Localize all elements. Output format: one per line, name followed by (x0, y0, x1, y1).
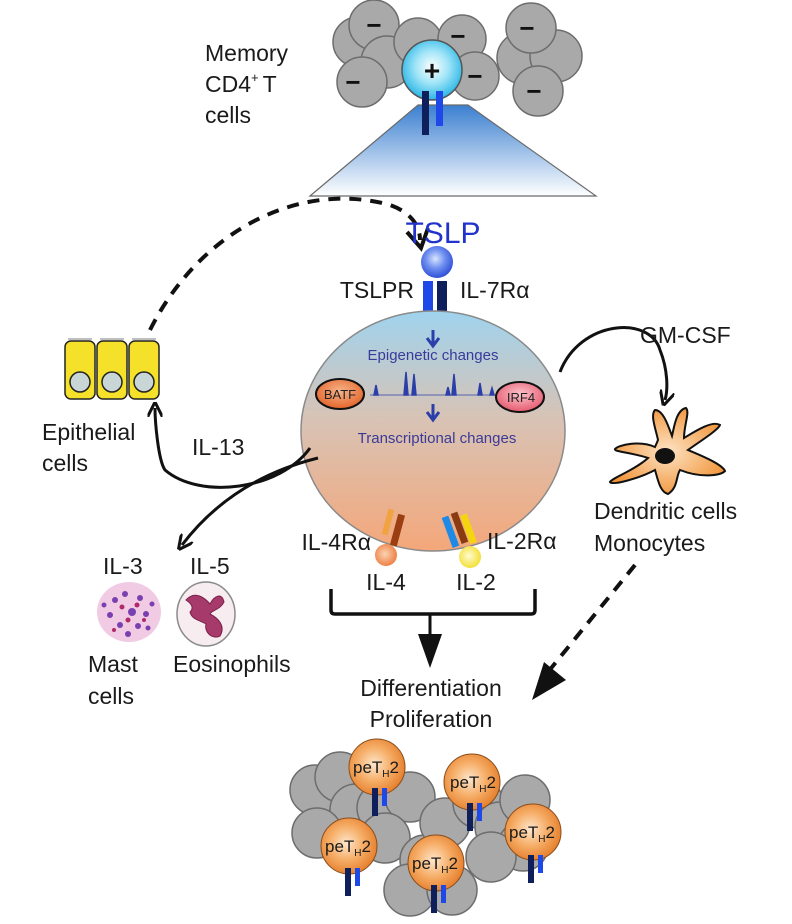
minus-sign: − (450, 21, 465, 51)
mast-cells-label: cells (88, 683, 134, 709)
memory-cd4-cluster: − − − − − − + (308, 0, 598, 197)
batf-factor (315, 378, 365, 410)
svg-text:peTH2: peTH2 (353, 758, 399, 780)
tslp-ligand (421, 246, 453, 278)
dashed-arrowhead (532, 662, 566, 700)
batf-label: BATF (324, 387, 356, 402)
signal-cone (308, 104, 598, 197)
svg-text:peTH2: peTH2 (450, 773, 496, 795)
receptor-light (436, 91, 443, 126)
il4-label: IL-4 (366, 569, 406, 595)
gmcsf-arrow (558, 326, 667, 400)
peth2-cell: peTH2 (443, 753, 501, 831)
irf4-label: IRF4 (507, 390, 535, 405)
chromatin-peaks (370, 371, 500, 396)
il2-receptor (441, 511, 481, 568)
bracket (329, 589, 537, 616)
epithelial-cells-label: cells (42, 450, 88, 476)
il13-arrow (155, 408, 312, 489)
il3-label: IL-3 (103, 553, 143, 579)
il7ra-receptor (437, 281, 447, 326)
dashed-arrow-dendritic-to-outcome (546, 563, 637, 674)
proliferation-label: Proliferation (370, 706, 493, 732)
il7ra-label: IL-7Rα (460, 277, 530, 303)
svg-text:peTH2: peTH2 (412, 854, 458, 876)
dashed-arrowhead (405, 227, 430, 252)
receptor-dark (422, 91, 429, 135)
minus-sign: − (467, 61, 482, 91)
arrow-down-head (418, 634, 442, 668)
il5-label: IL-5 (190, 553, 230, 579)
eosinophils-label: Eosinophils (173, 651, 291, 677)
epithelial-cells (64, 338, 160, 400)
minus-signs: − − − − − − (345, 10, 541, 106)
dendritic-cell (608, 406, 727, 496)
dendritic-label: Dendritic cells (594, 498, 737, 524)
peth2-cell: peTH2 (320, 817, 378, 896)
il13-label: IL-13 (192, 434, 244, 460)
tslpr-receptor (423, 281, 433, 317)
monocytes-label: Monocytes (594, 530, 705, 556)
activated-cell (401, 39, 463, 101)
transcriptional-label: Transcriptional changes (358, 430, 517, 447)
differentiation-label: Differentiation (360, 675, 502, 701)
minus-sign: − (345, 67, 360, 97)
minus-sign: − (526, 76, 541, 106)
minus-sign: − (366, 10, 381, 40)
epithelial-label: Epithelial (42, 419, 135, 445)
peth2-cell: peTH2 (348, 738, 406, 816)
il2ra-label: IL-2Rα (487, 528, 557, 554)
plus-sign: + (424, 55, 440, 86)
svg-text:peTH2: peTH2 (325, 837, 371, 859)
granulocyte-arrow (182, 456, 319, 545)
tslp-label: TSLP (405, 217, 480, 250)
down-arrow-icon (425, 330, 441, 349)
memory-cd4-label: Memory CD4+T cells (205, 40, 289, 128)
irf4-factor (495, 381, 545, 413)
peth2-cell: peTH2 (407, 834, 465, 913)
epigenetic-label: Epigenetic changes (368, 347, 499, 364)
eosinophil (176, 581, 236, 647)
mast-label: Mast (88, 651, 138, 677)
label-cd4: CD4+T (205, 70, 277, 97)
down-arrow-icon (425, 404, 441, 423)
svg-text:peTH2: peTH2 (509, 823, 555, 845)
label-cells: cells (205, 102, 251, 128)
il4ra-label: IL-4Rα (301, 529, 371, 555)
mast-cell (97, 582, 161, 642)
central-th2-cell (300, 310, 566, 552)
il2-label: IL-2 (456, 569, 496, 595)
tslpr-label: TSLPR (340, 277, 414, 303)
gmcsf-label: GM-CSF (640, 322, 731, 348)
minus-sign: − (519, 13, 534, 43)
dashed-arrow-epithelial-to-tslp (148, 196, 422, 331)
il4-receptor (375, 508, 406, 566)
peth2-cell: peTH2 (504, 803, 562, 883)
label-memory: Memory (205, 40, 289, 66)
